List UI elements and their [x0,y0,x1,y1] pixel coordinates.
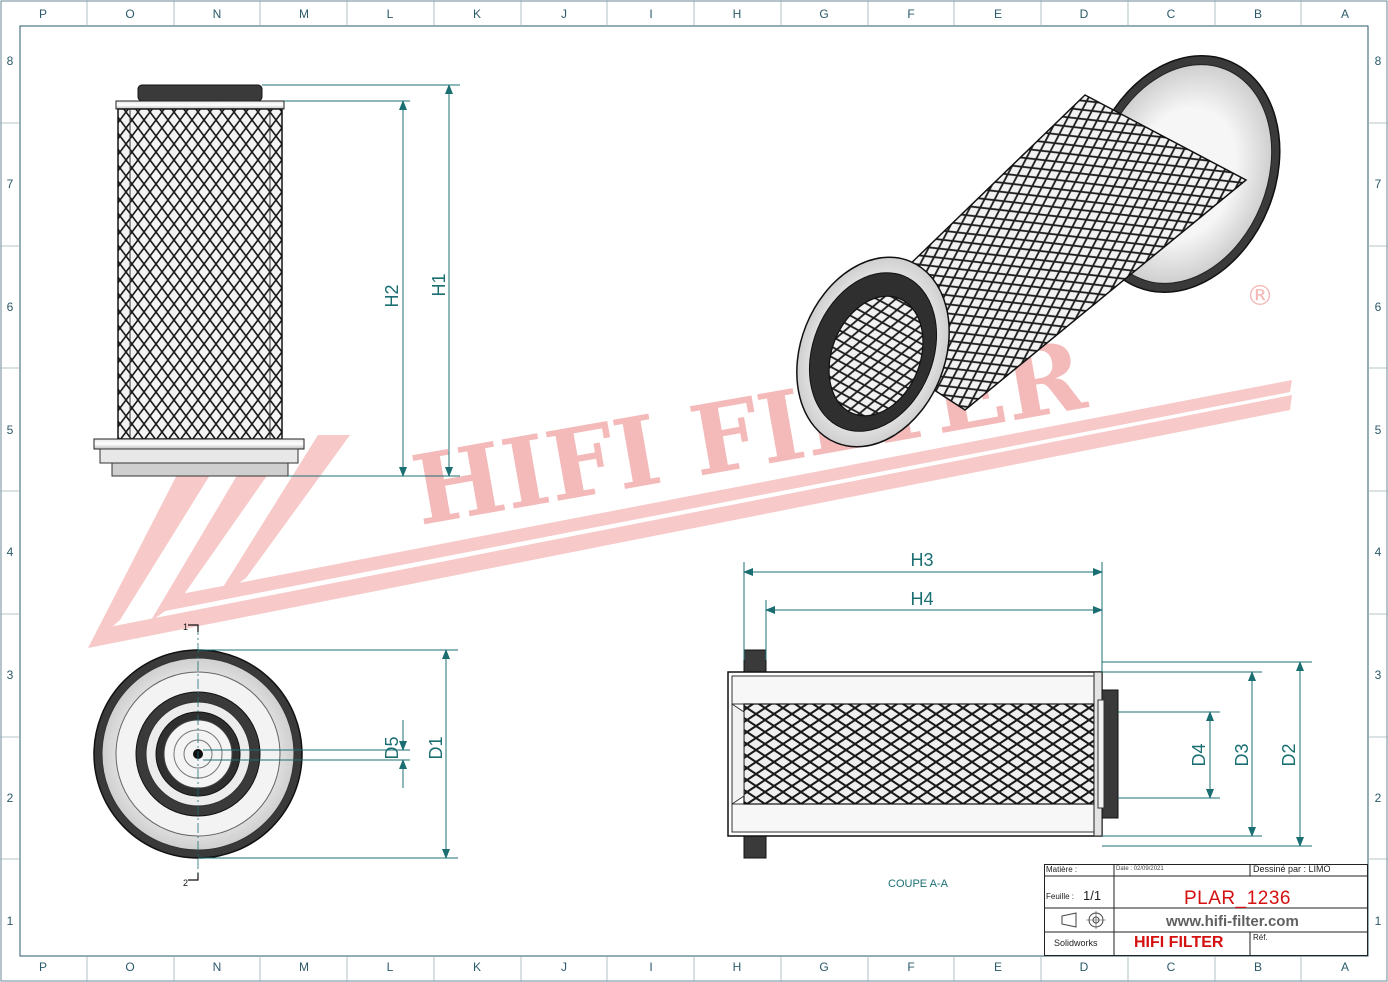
zone-number: 2 [7,791,14,805]
title-block: Matière : Date : 02/09/2021 Dessiné par … [1044,864,1368,956]
zone-number: 2 [1375,791,1382,805]
dimension-d1-d5 [198,649,458,859]
sheet-label: Feuille : [1046,892,1075,901]
zone-letter: E [994,7,1002,21]
title-block-grid [1044,864,1368,956]
reference-label: Réf. [1253,933,1268,942]
dimension-h1-label: H1 [429,273,449,296]
zone-letter: P [39,7,47,21]
zone-letter: C [1167,960,1176,974]
zone-number: 8 [7,54,14,68]
zone-letter: E [994,960,1002,974]
zone-letter: O [125,7,134,21]
section-mark-bottom: 2 [183,878,188,888]
zone-number: 7 [1375,177,1382,191]
drawn-by-label: Dessiné par : LIMO [1253,864,1331,874]
zone-letter: J [561,7,567,21]
zone-letter: A [1341,960,1349,974]
dimension-h3-label: H3 [910,550,933,570]
zone-letter: C [1167,7,1176,21]
watermark-registered-mark: ® [1246,279,1274,312]
zone-letter: P [39,960,47,974]
zone-number: 1 [7,914,14,928]
side-view [93,84,305,477]
zone-letter: G [819,7,828,21]
section-mark-top: 1 [183,622,188,632]
zone-number: 5 [1375,423,1382,437]
zone-number: 3 [7,668,14,682]
zone-letter: K [473,7,481,21]
dimension-d4-label: D4 [1189,743,1209,766]
zone-letter: D [1080,960,1089,974]
zone-letter: G [819,960,828,974]
dimension-h4-label: H4 [910,589,933,609]
brand-text: HIFI FILTER [1134,934,1224,951]
zone-letter: I [649,7,652,21]
website-text: www.hifi-filter.com [1166,913,1299,930]
zone-letter: J [561,960,567,974]
zone-number: 6 [1375,300,1382,314]
zone-letter: H [733,960,742,974]
zone-number: 3 [1375,668,1382,682]
dimension-d5-label: D5 [382,736,402,759]
zone-number: 6 [7,300,14,314]
zone-number: 4 [7,545,14,559]
zone-letter: N [213,960,222,974]
zone-number: 4 [1375,545,1382,559]
matiere-label: Matière : [1046,865,1078,874]
zone-letter: B [1254,960,1262,974]
isometric-view [796,54,1281,448]
zone-number: 8 [1375,54,1382,68]
zone-letter: M [299,960,309,974]
date-label: Date : 02/09/2021 [1116,866,1164,872]
zone-letter: H [733,7,742,21]
zone-letter: F [907,7,914,21]
zone-letter: A [1341,7,1349,21]
zone-letter: I [649,960,652,974]
dimension-d3-label: D3 [1232,743,1252,766]
software-text: Solidworks [1054,938,1098,948]
zone-letter: L [387,960,394,974]
zone-letter: O [125,960,134,974]
dimension-d2-label: D2 [1279,743,1299,766]
zone-number: 5 [7,423,14,437]
zone-letter: M [299,7,309,21]
dimension-h1-h2 [262,84,460,477]
top-view [93,624,303,881]
dimension-d1-label: D1 [426,736,446,759]
zone-letter: N [213,7,222,21]
sheet-value: 1/1 [1083,888,1102,903]
dimension-h2-label: H2 [382,284,402,307]
zone-letter: D [1080,7,1089,21]
projection-symbol-icon [1061,911,1106,929]
zone-number: 7 [7,177,14,191]
section-label: COUPE A-A [888,878,948,890]
zone-letter: K [473,960,481,974]
zone-letter: B [1254,7,1262,21]
zone-letter: F [907,960,914,974]
dimension-section [743,562,1312,847]
zone-letter: L [387,7,394,21]
part-number: PLAR_1236 [1184,888,1291,909]
zone-number: 1 [1375,914,1382,928]
section-view [727,649,1119,859]
